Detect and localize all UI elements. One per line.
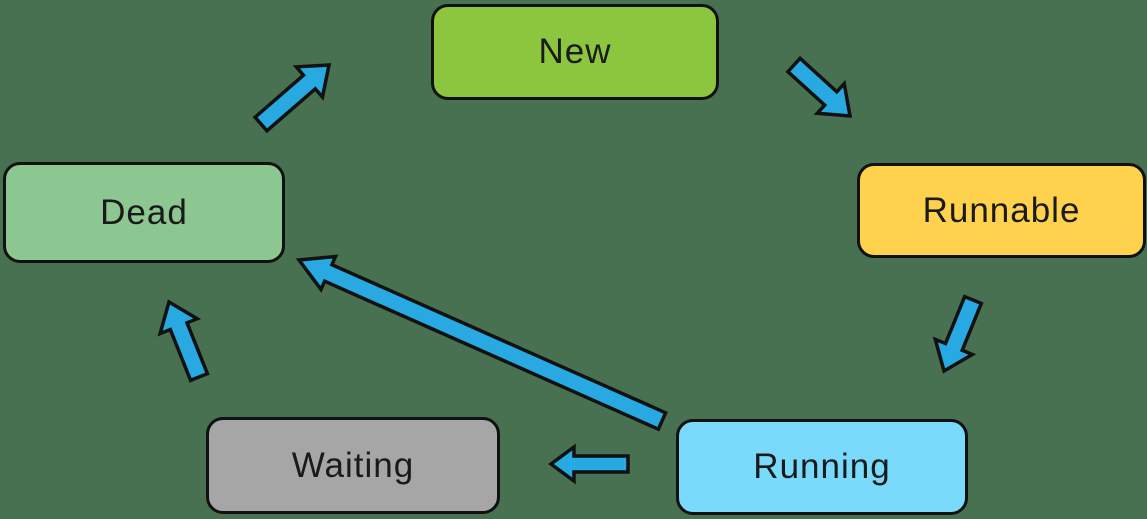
- node-running-label: Running: [753, 447, 891, 486]
- arrow-new-to-runnable: [785, 55, 853, 118]
- arrow-dead-to-new: [252, 63, 332, 134]
- arrow-waiting-to-dead: [157, 299, 210, 383]
- node-waiting[interactable]: Waiting: [206, 417, 500, 514]
- node-running[interactable]: Running: [676, 419, 968, 515]
- arrow-runnable-to-running: [932, 294, 984, 374]
- arrow-running-to-waiting: [548, 443, 630, 485]
- node-new-label: New: [538, 32, 612, 71]
- arrow-running-to-dead: [295, 254, 668, 432]
- node-dead-label: Dead: [100, 192, 188, 232]
- node-waiting-label: Waiting: [291, 445, 415, 485]
- node-runnable[interactable]: Runnable: [857, 163, 1146, 258]
- node-runnable-label: Runnable: [922, 190, 1081, 230]
- node-dead[interactable]: Dead: [3, 162, 285, 263]
- node-new[interactable]: New: [431, 4, 719, 100]
